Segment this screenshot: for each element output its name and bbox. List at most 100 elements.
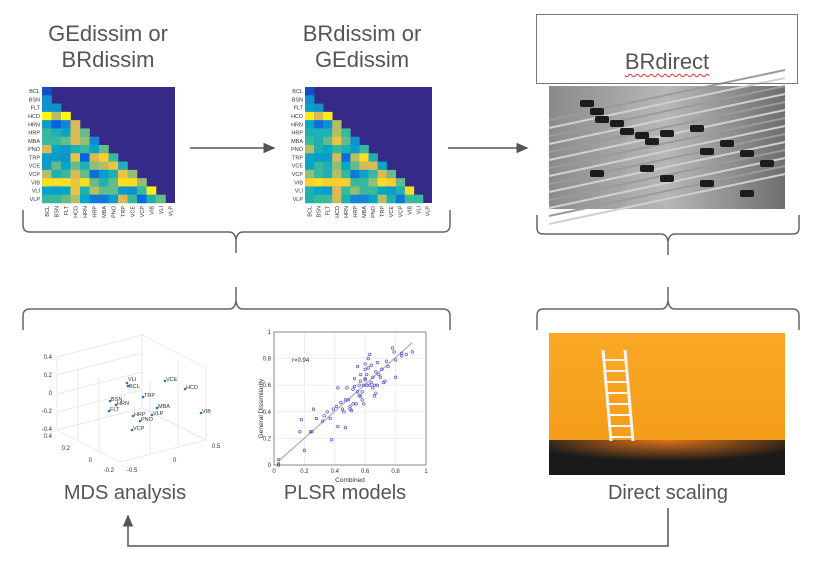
- heatmap-cell: [332, 120, 342, 129]
- heatmap-cell: [99, 161, 109, 171]
- heatmap-cell: [89, 153, 100, 162]
- fader-knob: [645, 138, 659, 145]
- fader-knob: [690, 125, 704, 132]
- heatmap-cell: [332, 136, 342, 146]
- scatter-point: [372, 394, 376, 398]
- scatter-point: [322, 414, 326, 418]
- heatmap-cell: [350, 161, 360, 171]
- heatmap-cell: [332, 186, 342, 196]
- heatmap-cell: [51, 136, 62, 146]
- heatmap-cell: [42, 120, 52, 129]
- scatter-point: [328, 416, 332, 421]
- fit-line: [278, 342, 413, 462]
- scatter-point: [334, 404, 338, 409]
- correlation-annotation: r=0.94: [292, 358, 310, 364]
- heatmap-col-label: VLI: [159, 206, 165, 215]
- scatter-point: [365, 372, 369, 377]
- scatter-point: [343, 398, 348, 402]
- heatmap-cell: [51, 194, 62, 204]
- bracket-bottom-left: [22, 287, 451, 330]
- heatmap-cell: [99, 186, 109, 196]
- fader-knob: [595, 116, 609, 123]
- heatmap-cell: [314, 161, 324, 171]
- heatmap-cell: [305, 145, 315, 154]
- y-tick-label: 0.2: [263, 436, 272, 442]
- scatter-point: [330, 438, 334, 442]
- heatmap-cell: [61, 186, 71, 196]
- mds-point-label: VLP: [153, 411, 164, 417]
- fader-knob: [640, 165, 654, 172]
- heatmap-cell: [359, 186, 369, 196]
- heatmap-cell: [332, 161, 342, 171]
- heatmap-cell: [305, 153, 315, 162]
- scatter-point: [375, 360, 379, 365]
- heatmap-cell: [323, 120, 333, 129]
- heatmap-row-label: VLI: [32, 189, 41, 195]
- mds-point-label: BCL: [129, 384, 140, 390]
- heatmap-col-label: VIB: [149, 206, 155, 215]
- heatmap-col-label: FLT: [326, 205, 332, 215]
- heatmap-row-label: HRN: [28, 122, 40, 128]
- heatmap-col-label: TRP: [121, 206, 127, 217]
- scatter-point: [363, 378, 367, 382]
- heatmap-cell: [51, 169, 62, 179]
- heatmap-cell: [118, 161, 128, 171]
- fader-knob: [760, 160, 774, 167]
- title-left: GEdissim or BRdissim: [48, 21, 168, 72]
- scatter-point: [380, 367, 384, 371]
- heatmap-cell: [359, 178, 369, 187]
- scatter-point: [352, 376, 357, 381]
- scatter-point: [378, 375, 383, 379]
- heatmap-cell: [314, 103, 324, 113]
- heatmap-cell: [395, 178, 406, 187]
- scatter-point: [342, 410, 346, 414]
- heatmap-col-label: VIB: [407, 206, 413, 215]
- mds-axes-box: [56, 334, 207, 463]
- heatmap-cell: [413, 194, 424, 204]
- heatmap-cell: [323, 169, 333, 179]
- heatmap-cell: [377, 178, 387, 187]
- heatmap-cell: [108, 153, 119, 162]
- scatter-point: [410, 350, 414, 354]
- title-middle: BRdissim or GEdissim: [302, 21, 422, 72]
- heatmap-cell: [51, 153, 62, 162]
- heatmap-row-label: HRP: [28, 131, 40, 137]
- scatter-point: [394, 358, 398, 362]
- heatmap-cell: [305, 103, 315, 113]
- heatmap-row-label: BSN: [292, 97, 303, 103]
- heatmap-cell: [314, 186, 324, 196]
- scatter-point: [374, 391, 378, 395]
- fader-knob: [660, 130, 674, 137]
- fader-track: [548, 85, 786, 137]
- heatmap-row-label: VLP: [30, 197, 41, 203]
- heatmap-cell: [314, 169, 324, 179]
- y-tick-label: 0.8: [263, 357, 272, 363]
- scatter-point: [383, 379, 387, 383]
- scatter-point: [321, 419, 325, 423]
- heatmap-cell: [146, 186, 157, 196]
- heatmap-cell: [61, 178, 71, 187]
- heatmap-row-label: PNO: [291, 147, 304, 153]
- fader-knob: [590, 170, 604, 177]
- heatmap-cell: [89, 194, 100, 204]
- mds-point-label: BSN: [111, 397, 122, 403]
- scatter-point: [362, 383, 366, 387]
- scatter-point: [356, 364, 360, 369]
- mds-point: [150, 413, 154, 417]
- heatmap-cell: [89, 186, 100, 196]
- heatmap-cell: [70, 153, 81, 162]
- heatmap-cell: [305, 111, 315, 121]
- mds-point-label: HRN: [117, 401, 129, 407]
- bracket-top-left: [22, 210, 451, 253]
- heatmap-middle: BCLBCLBSNBSNFLTFLTHCDHCDHRNHRNHRPHRPMBAM…: [291, 87, 432, 218]
- scatter-point: [343, 426, 348, 430]
- heatmap-cell: [332, 178, 342, 187]
- heatmap-row-label: VCP: [292, 172, 304, 178]
- heatmap-col-label: HRN: [83, 206, 89, 218]
- heatmap-cell: [341, 136, 351, 146]
- heatmap-cell: [99, 145, 109, 154]
- scatter-point: [392, 350, 396, 354]
- scatter-point: [363, 362, 367, 366]
- heatmap-row-label: MBA: [291, 139, 303, 145]
- heatmap-cell: [127, 169, 138, 179]
